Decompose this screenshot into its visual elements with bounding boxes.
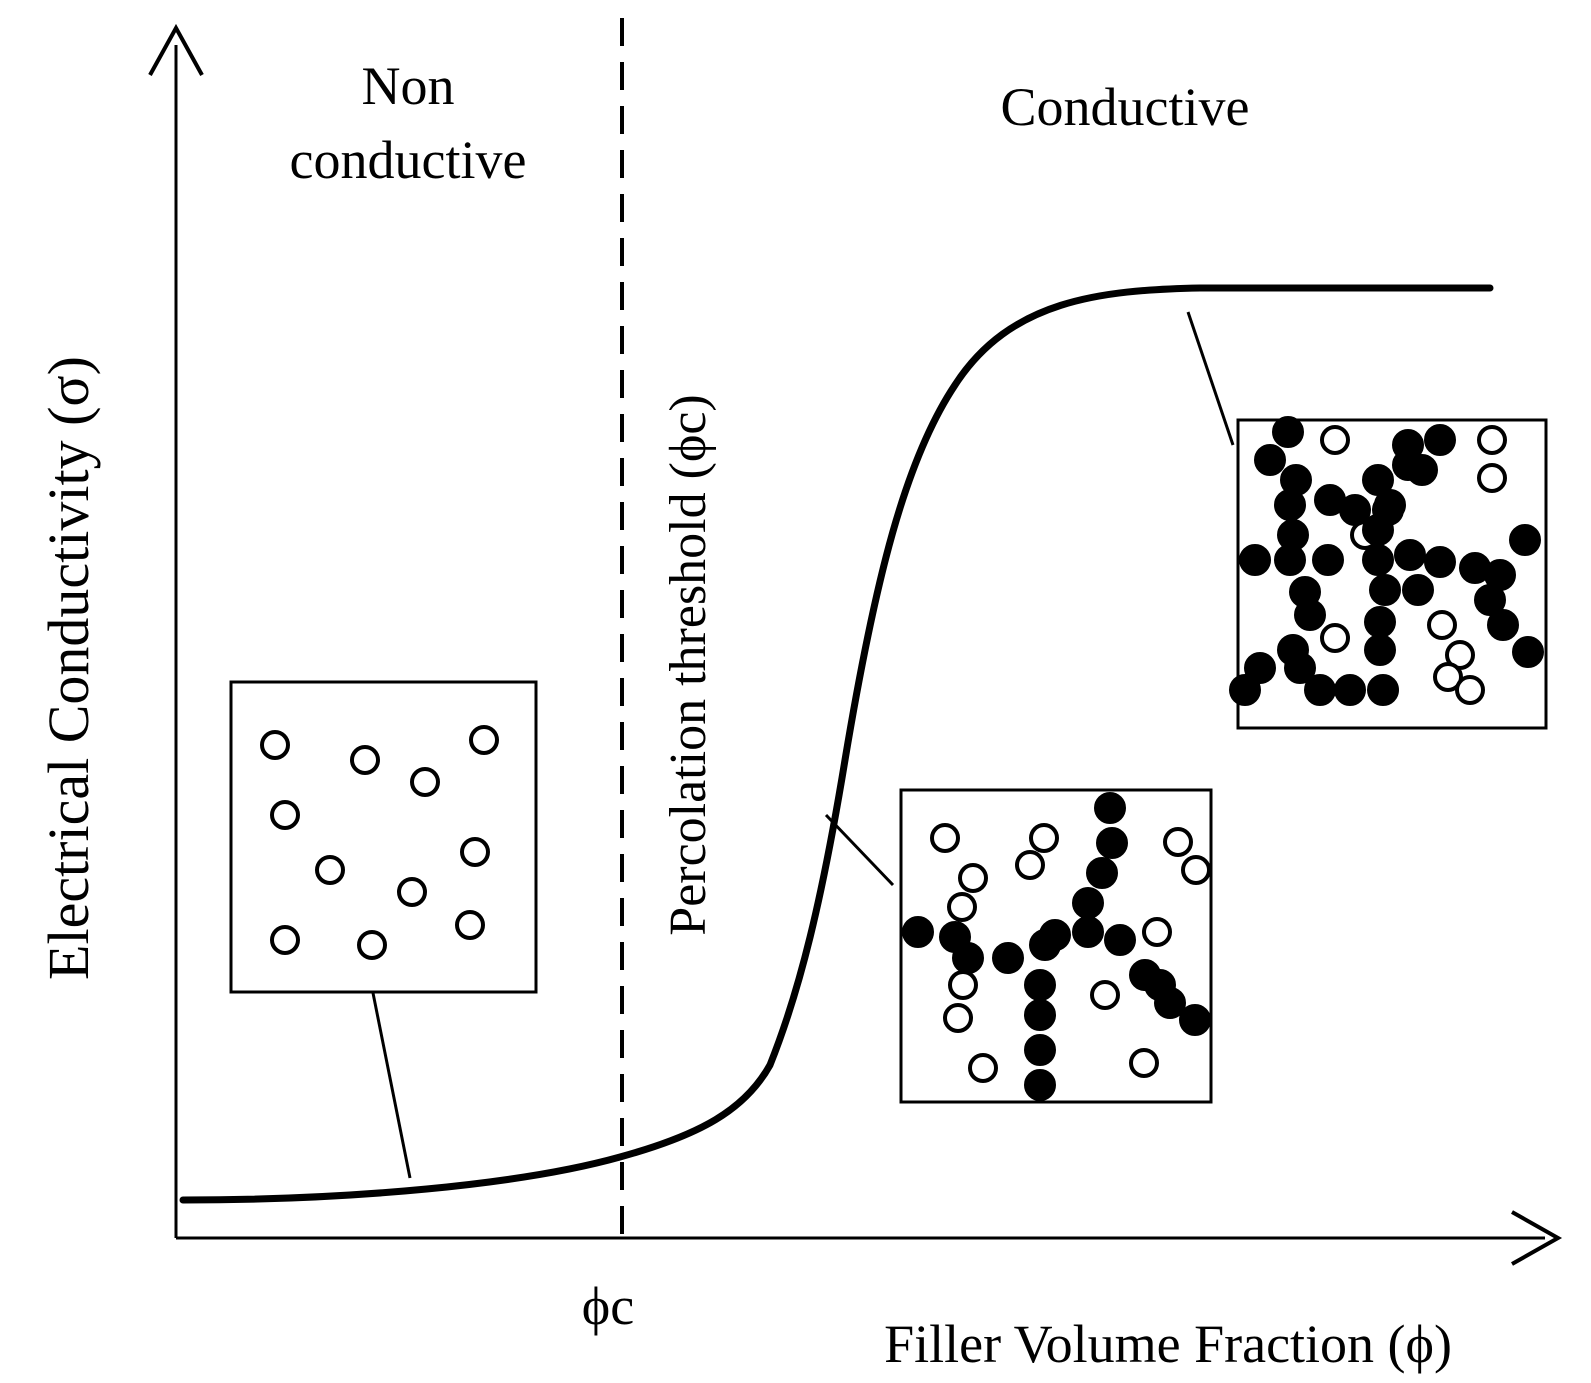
hollow-particle — [1029, 823, 1059, 853]
hollow-particle — [943, 1003, 973, 1033]
filled-particle — [1362, 464, 1394, 496]
filled-particle — [1314, 484, 1346, 516]
filled-particle — [1179, 1004, 1211, 1036]
hollow-particle — [1129, 1048, 1159, 1078]
hollow-particle — [315, 855, 345, 885]
filled-particle — [1294, 599, 1326, 631]
region-label-non-conductive-1: Non — [362, 56, 455, 116]
hollow-particle — [469, 725, 499, 755]
filled-particle — [1367, 674, 1399, 706]
hollow-particle — [947, 892, 977, 922]
leader-line-high — [1186, 311, 1235, 446]
filled-particle — [952, 942, 984, 974]
filled-particle — [1362, 544, 1394, 576]
filled-particle — [1086, 857, 1118, 889]
hollow-particle — [460, 837, 490, 867]
filled-particle — [1304, 674, 1336, 706]
filled-particle — [1284, 652, 1316, 684]
filled-particle — [1024, 1069, 1056, 1101]
filled-particle — [1096, 827, 1128, 859]
hollow-particle — [1477, 463, 1507, 493]
hollow-particle — [357, 930, 387, 960]
filled-particle — [1254, 444, 1286, 476]
hollow-particle — [1433, 662, 1463, 692]
filled-particle — [1094, 792, 1126, 824]
y-axis-arrowhead — [148, 23, 204, 76]
filled-particle — [1024, 1034, 1056, 1066]
filled-particle — [1334, 674, 1366, 706]
filled-particle — [1424, 424, 1456, 456]
hollow-particle — [1181, 855, 1211, 885]
filled-particle — [1312, 544, 1344, 576]
hollow-particle — [968, 1053, 998, 1083]
filled-particle — [992, 942, 1024, 974]
hollow-particle — [930, 823, 960, 853]
filled-particle — [1394, 539, 1426, 571]
hollow-particle — [1320, 425, 1350, 455]
filled-particle — [1229, 674, 1261, 706]
hollow-particle — [410, 767, 440, 797]
hollow-particle — [455, 910, 485, 940]
hollow-particle — [1163, 827, 1193, 857]
filled-particle — [1024, 969, 1056, 1001]
threshold-tick-label: ϕc — [582, 1276, 634, 1336]
filled-particle — [1274, 544, 1306, 576]
filled-particle — [1509, 524, 1541, 556]
filled-particle — [1369, 574, 1401, 606]
filled-particle — [1372, 494, 1404, 526]
filled-particle — [902, 916, 934, 948]
filled-particle — [1424, 546, 1456, 578]
hollow-particle — [1477, 425, 1507, 455]
filled-particle — [1274, 489, 1306, 521]
hollow-particle — [948, 970, 978, 1000]
y-axis-label: Electrical Conductivity (σ) — [36, 356, 101, 980]
filled-particle — [1072, 916, 1104, 948]
leader-line-low — [370, 987, 412, 1179]
inset-at-threshold — [899, 788, 1213, 1104]
filled-particle — [1244, 652, 1276, 684]
filled-particle — [1239, 544, 1271, 576]
filled-particle — [1072, 887, 1104, 919]
hollow-particle — [270, 800, 300, 830]
hollow-particle — [1142, 917, 1172, 947]
conductivity-curve — [179, 284, 1494, 1204]
hollow-particle — [1320, 623, 1350, 653]
hollow-particle — [1427, 610, 1457, 640]
hollow-particle — [1455, 675, 1485, 705]
filled-particle — [1024, 999, 1056, 1031]
hollow-particle — [958, 863, 988, 893]
region-label-non-conductive-2: conductive — [290, 130, 527, 190]
filled-particle — [1154, 987, 1186, 1019]
inset-high-filler — [1229, 416, 1548, 730]
filled-particle — [1474, 584, 1506, 616]
inset-low-filler — [229, 680, 538, 994]
threshold-label: Percolation threshold (ϕc) — [660, 394, 717, 935]
hollow-particle — [1015, 850, 1045, 880]
filled-particle — [1039, 919, 1071, 951]
filled-particle — [1364, 634, 1396, 666]
hollow-particle — [1090, 980, 1120, 1010]
filled-particle — [1272, 416, 1304, 448]
x-axis-arrowhead — [1511, 1210, 1563, 1266]
inset-particles — [260, 725, 499, 960]
filled-particle — [1364, 606, 1396, 638]
hollow-particle — [350, 745, 380, 775]
region-label-conductive: Conductive — [1001, 77, 1250, 137]
hollow-particle — [260, 730, 290, 760]
filled-particle — [1104, 924, 1136, 956]
filled-particle — [1487, 609, 1519, 641]
hollow-particle — [270, 925, 300, 955]
inset-particles — [1229, 416, 1544, 706]
filled-particle — [1392, 429, 1424, 461]
leader-line-threshold — [824, 813, 895, 887]
x-axis-label: Filler Volume Fraction (ϕ) — [884, 1314, 1452, 1374]
hollow-particle — [397, 877, 427, 907]
filled-particle — [1512, 636, 1544, 668]
inset-particles — [902, 792, 1211, 1101]
filled-particle — [1402, 574, 1434, 606]
